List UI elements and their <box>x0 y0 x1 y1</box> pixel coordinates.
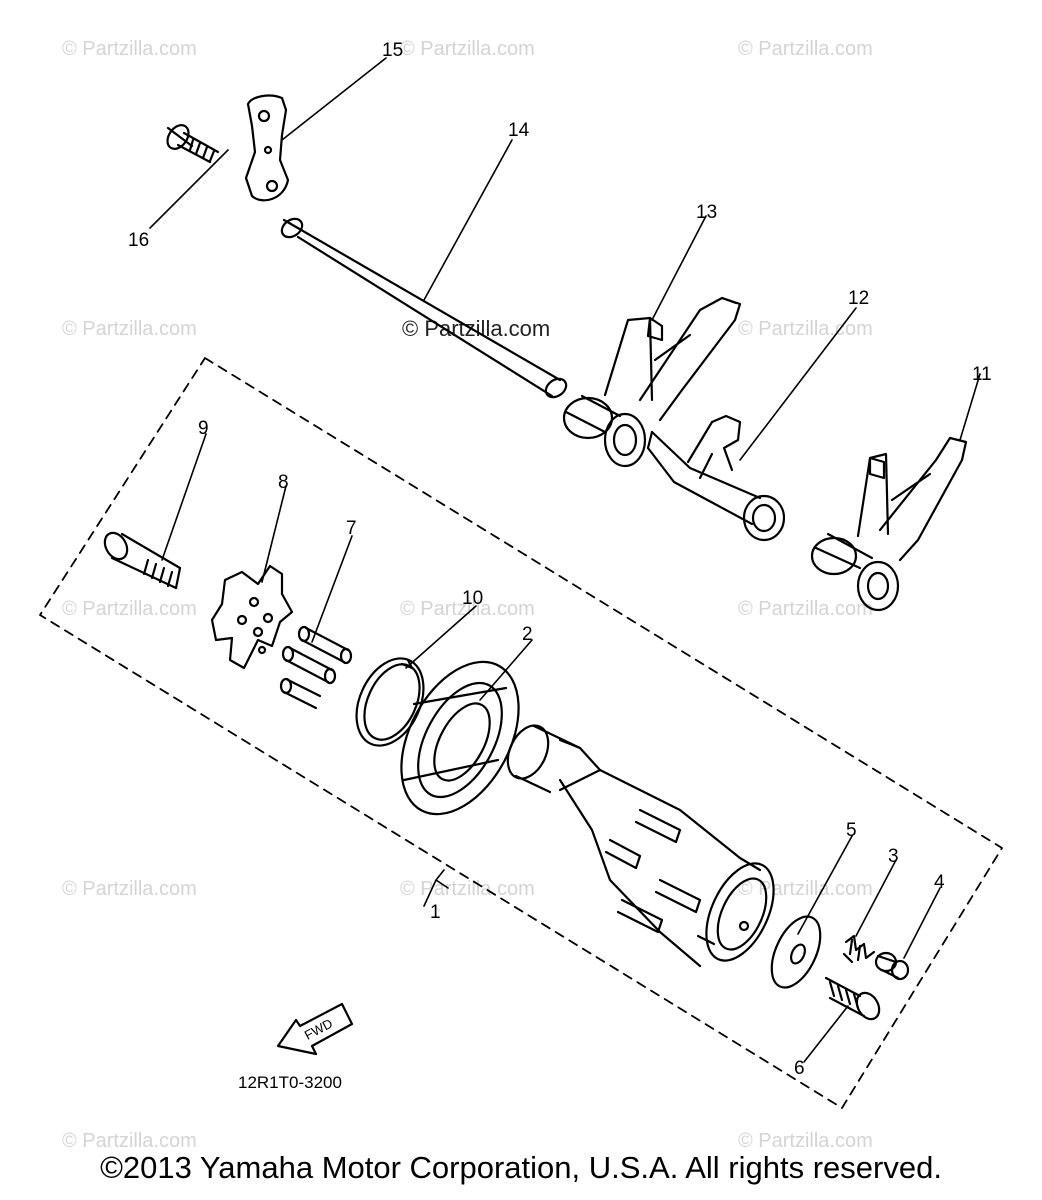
part-15-plate <box>244 94 290 202</box>
watermark: © Partzilla.com <box>62 1130 197 1152</box>
part-label: 3 <box>888 846 899 867</box>
assembly-boundary <box>39 357 1003 1109</box>
watermark: © Partzilla.com <box>738 38 873 60</box>
part-label: 12 <box>848 288 869 309</box>
part-4-pin <box>874 951 910 981</box>
part-label: 10 <box>462 588 483 609</box>
part-label: 14 <box>508 120 530 141</box>
watermark: © Partzilla.com <box>400 38 535 60</box>
part-7-pins <box>279 625 353 710</box>
watermark: © Partzilla.com <box>738 598 873 620</box>
watermark: © Partzilla.com <box>62 598 197 620</box>
watermark: © Partzilla.com <box>62 318 197 340</box>
part-9-bolt <box>103 531 182 590</box>
watermark: © Partzilla.com <box>738 318 873 340</box>
part-11-shift-fork <box>810 436 968 612</box>
part-2-bearing <box>400 660 520 816</box>
part-14-guide-bar <box>280 217 568 399</box>
part-5-washer <box>770 915 822 989</box>
part-label: 11 <box>972 364 992 385</box>
part-label: 7 <box>346 518 357 539</box>
part-12-shift-fork <box>646 414 786 542</box>
watermark: © Partzilla.com <box>62 878 197 900</box>
part-label: 9 <box>198 418 209 439</box>
part-label: 16 <box>128 230 149 251</box>
part-label: 2 <box>522 624 533 645</box>
part-16-screw <box>166 124 220 164</box>
watermark: © Partzilla.com <box>738 878 873 900</box>
leader-lines <box>149 57 981 1063</box>
watermark: © Partzilla.com <box>62 38 197 60</box>
part-13-shift-fork <box>562 296 742 468</box>
part-label: 15 <box>382 40 403 61</box>
part-label: 1 <box>430 902 441 923</box>
part-label: 6 <box>794 1058 805 1079</box>
watermark: © Partzilla.com <box>738 1130 873 1152</box>
part-label: 8 <box>278 472 289 493</box>
watermark-center: © Partzilla.com <box>402 316 551 341</box>
copyright-notice: ©2013 Yamaha Motor Corporation, U.S.A. A… <box>100 1150 942 1185</box>
part-8-shift-cam <box>210 564 294 670</box>
part-label: 5 <box>846 820 857 841</box>
part-1-shift-drum <box>506 724 775 968</box>
part-label: 13 <box>696 202 717 223</box>
watermark: © Partzilla.com <box>400 598 535 620</box>
fwd-label: FWD <box>302 1016 335 1043</box>
diagram-code: 12R1T0-3200 <box>238 1073 342 1092</box>
part-label: 4 <box>934 872 945 893</box>
fwd-arrow-icon <box>276 1002 354 1056</box>
part-6-screw <box>824 976 881 1021</box>
part-3-spring <box>842 934 876 964</box>
